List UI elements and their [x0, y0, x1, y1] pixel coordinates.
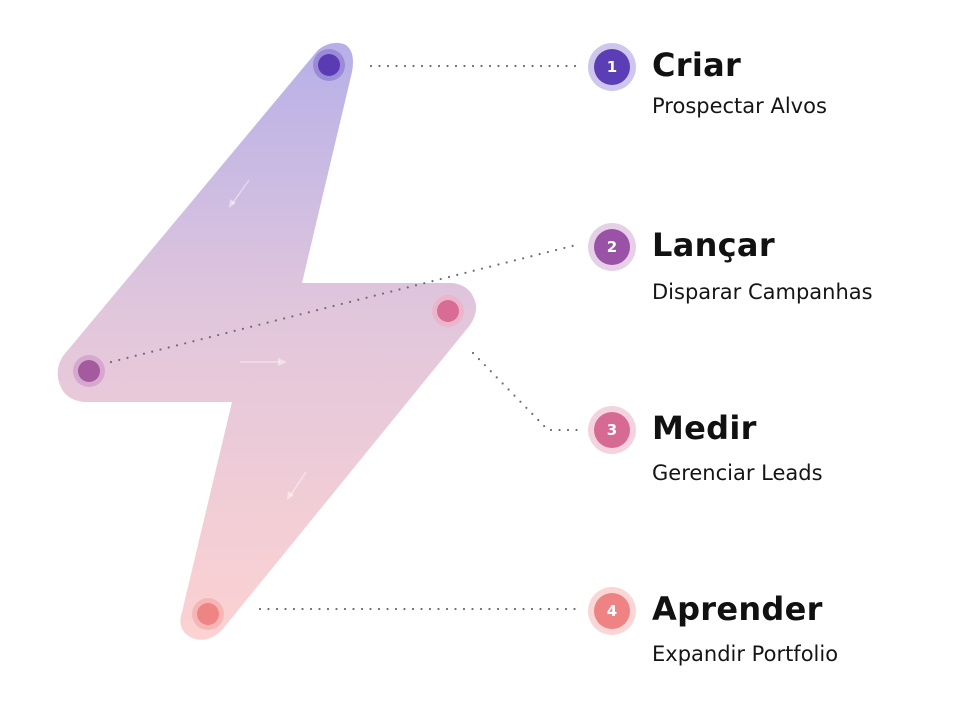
flow-arrow-icon [229, 179, 250, 208]
step-1: 1 Criar Prospectar Alvos [588, 43, 968, 123]
step-number: 4 [594, 593, 630, 629]
connector-lines [109, 64, 582, 611]
step-title: Medir [652, 409, 757, 447]
step-title: Lançar [652, 226, 775, 264]
node-step-4 [192, 598, 224, 630]
step-title: Aprender [652, 590, 823, 628]
step-title: Criar [652, 46, 742, 84]
step-subtitle: Disparar Campanhas [652, 280, 873, 304]
step-number-badge: 1 [588, 43, 636, 91]
step-subtitle: Prospectar Alvos [652, 94, 827, 118]
node-step-1 [313, 49, 345, 81]
step-2: 2 Lançar Disparar Campanhas [588, 223, 968, 304]
step-3: 3 Medir Gerenciar Leads [588, 406, 968, 486]
node-step-2 [73, 355, 105, 387]
lightning-bolt-shape [57, 42, 477, 640]
step-number: 1 [594, 49, 630, 85]
step-number-badge: 2 [588, 223, 636, 271]
step-number: 3 [594, 412, 630, 448]
step-subtitle: Gerenciar Leads [652, 461, 823, 485]
flow-arrow-icon [287, 471, 307, 500]
step-4: 4 Aprender Expandir Portfolio [588, 587, 968, 667]
connector-step-3 [471, 351, 582, 432]
step-subtitle: Expandir Portfolio [652, 642, 839, 666]
step-number-badge: 4 [588, 587, 636, 635]
flow-arrow-icon [240, 358, 287, 366]
node-step-3 [432, 295, 464, 327]
step-number: 2 [594, 229, 630, 265]
step-number-badge: 3 [588, 406, 636, 454]
